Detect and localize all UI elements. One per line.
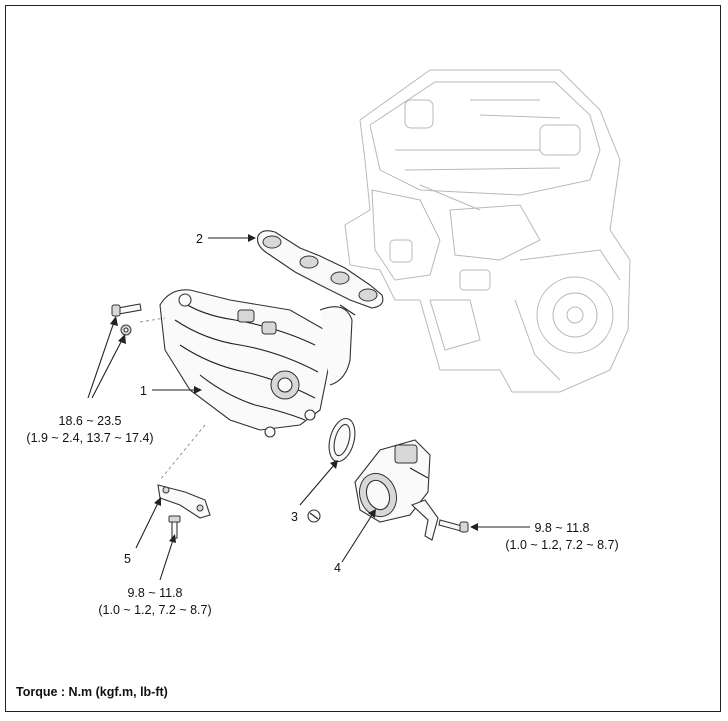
engine-block-outline — [344, 69, 631, 393]
diagram-frame — [5, 5, 721, 712]
throttle-body — [354, 439, 431, 523]
callout-2: 2 — [196, 232, 203, 246]
torque-units-note: Torque : N.m (kgf.m, lb-ft) — [16, 685, 168, 699]
callout-5: 5 — [124, 552, 131, 566]
bracket — [157, 484, 211, 519]
throttle-bolt — [438, 519, 469, 533]
callout-3: 3 — [291, 510, 298, 524]
intake-manifold-gasket — [256, 230, 384, 309]
torque-manifold-alt: (1.9 ~ 2.4, 13.7 ~ 17.4) — [26, 431, 153, 445]
manifold-bolt — [111, 303, 142, 317]
leader-lines — [87, 234, 530, 581]
torque-bracket-nm: 9.8 ~ 11.8 — [127, 586, 182, 600]
torque-bracket-alt: (1.0 ~ 1.2, 7.2 ~ 8.7) — [98, 603, 211, 617]
torque-throttle-nm: 9.8 ~ 11.8 — [534, 521, 589, 535]
plug — [307, 509, 321, 523]
callout-4: 4 — [334, 561, 341, 575]
manifold-nut — [120, 324, 132, 336]
alignment-line — [139, 317, 166, 323]
torque-throttle-alt: (1.0 ~ 1.2, 7.2 ~ 8.7) — [505, 538, 618, 552]
callout-1: 1 — [140, 384, 147, 398]
throttle-body-gasket — [328, 417, 356, 463]
alignment-line — [159, 424, 206, 481]
intake-manifold — [159, 289, 356, 438]
torque-manifold-nm: 18.6 ~ 23.5 — [59, 414, 122, 428]
bracket-bolt — [168, 515, 181, 539]
throttle-bracket — [410, 499, 439, 541]
